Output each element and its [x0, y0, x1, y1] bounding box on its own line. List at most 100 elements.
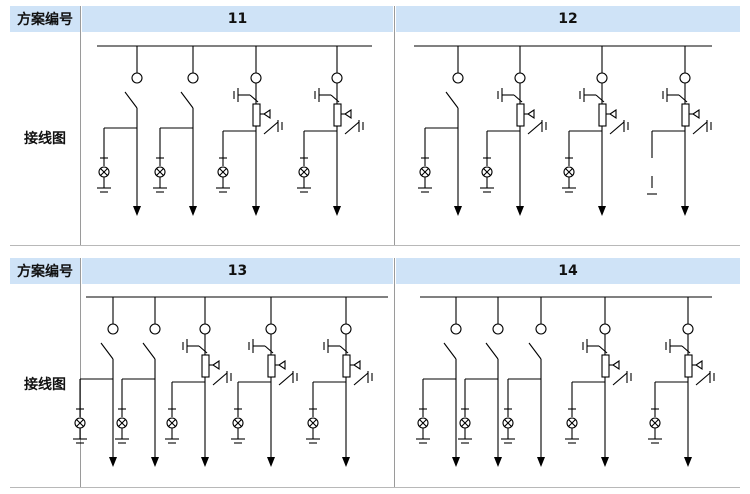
feeder-arrow-icon [151, 457, 159, 467]
breaker-icon [149, 323, 161, 335]
scheme-number-cell-13: 13 [82, 258, 393, 284]
header-label: 方案编号 [17, 264, 73, 280]
current-transformer-icon [598, 103, 607, 127]
current-transformer-icon [516, 103, 525, 127]
feeder-ct-12-1 [480, 46, 547, 216]
current-transformer-icon [601, 354, 610, 378]
current-transformer-icon [684, 354, 693, 378]
indicator-lamp-icon [116, 417, 128, 429]
feeder-arrow-icon [133, 206, 141, 216]
breaker-icon [107, 323, 119, 335]
feeder-arrow-icon [452, 457, 460, 467]
feeder-ct-12-2 [562, 46, 629, 216]
breaker-icon [599, 323, 611, 335]
feeder-arrow-icon [109, 457, 117, 467]
table-divider [80, 258, 81, 488]
feeder-arrow-icon [342, 457, 350, 467]
feeder-switch-14-2 [501, 297, 547, 467]
breaker-icon [331, 72, 343, 84]
table-divider [394, 6, 395, 246]
scheme-number: 14 [558, 263, 578, 279]
breaker-icon [492, 323, 504, 335]
indicator-lamp-icon [74, 417, 86, 429]
feeder-switch-12-0 [418, 46, 464, 216]
table-divider [10, 487, 740, 488]
feeder-arrow-icon [267, 457, 275, 467]
current-transformer-icon [252, 103, 261, 127]
breaker-icon [452, 72, 464, 84]
breaker-icon [250, 72, 262, 84]
indicator-lamp-icon [419, 166, 431, 178]
feeder-arrow-icon [201, 457, 209, 467]
breaker-icon [340, 323, 352, 335]
feeder-arrow-icon [601, 457, 609, 467]
scheme-number-cell-14: 14 [396, 258, 740, 284]
current-transformer-icon [201, 354, 210, 378]
indicator-lamp-icon [166, 417, 178, 429]
breaker-icon [596, 72, 608, 84]
feeder-arrow-icon [537, 457, 545, 467]
breaker-icon [514, 72, 526, 84]
header-label: 方案编号 [17, 12, 73, 28]
scheme-number-cell-12: 12 [396, 6, 740, 32]
feeder-switch-11-1 [153, 46, 199, 216]
current-transformer-icon [333, 103, 342, 127]
feeder-switch-13-1 [115, 297, 161, 467]
current-transformer-icon [681, 103, 690, 127]
feeder-arrow-icon [516, 206, 524, 216]
feeder-ct-14-4 [648, 297, 715, 467]
feeder-ct-11-3 [297, 46, 364, 216]
feeder-switch-14-0 [416, 297, 462, 467]
breaker-icon [199, 323, 211, 335]
feeder-ct-14-3 [565, 297, 632, 467]
breaker-icon [682, 323, 694, 335]
table-divider [10, 245, 740, 246]
indicator-lamp-icon [417, 417, 429, 429]
feeder-ct-13-2 [165, 297, 232, 467]
feeder-ct-open-12-3 [647, 46, 712, 216]
feeder-ct-13-3 [231, 297, 298, 467]
feeder-switch-11-0 [97, 46, 143, 216]
indicator-lamp-icon [298, 166, 310, 178]
table-divider [80, 6, 81, 246]
current-transformer-icon [267, 354, 276, 378]
feeder-arrow-icon [494, 457, 502, 467]
scheme-number-cell-11: 11 [82, 6, 393, 32]
feeder-arrow-icon [333, 206, 341, 216]
row-label-wiring-diagram-1: 接线图 [24, 131, 66, 147]
breaker-icon [679, 72, 691, 84]
current-transformer-icon [342, 354, 351, 378]
feeder-arrow-icon [684, 457, 692, 467]
breaker-icon [131, 72, 143, 84]
indicator-lamp-icon [459, 417, 471, 429]
row-label-wiring-diagram-2: 接线图 [24, 377, 66, 393]
scheme-number: 11 [227, 11, 248, 27]
indicator-lamp-icon [566, 417, 578, 429]
indicator-lamp-icon [481, 166, 493, 178]
table-divider [394, 258, 395, 488]
feeder-ct-11-2 [216, 46, 283, 216]
feeder-arrow-icon [454, 206, 462, 216]
scheme-number: 13 [227, 263, 248, 279]
indicator-lamp-icon [154, 166, 166, 178]
indicator-lamp-icon [502, 417, 514, 429]
indicator-lamp-icon [563, 166, 575, 178]
indicator-lamp-icon [98, 166, 110, 178]
feeder-arrow-icon [189, 206, 197, 216]
feeder-arrow-icon [681, 206, 689, 216]
feeder-arrow-icon [252, 206, 260, 216]
indicator-lamp-icon [217, 166, 229, 178]
breaker-icon [265, 323, 277, 335]
breaker-icon [535, 323, 547, 335]
feeder-arrow-icon [598, 206, 606, 216]
feeder-switch-13-0 [73, 297, 119, 467]
feeder-switch-14-1 [458, 297, 504, 467]
feeder-ct-13-4 [306, 297, 373, 467]
header-label-cell-1: 方案编号 [10, 6, 80, 32]
indicator-lamp-icon [232, 417, 244, 429]
header-label-cell-2: 方案编号 [10, 258, 80, 284]
breaker-icon [187, 72, 199, 84]
indicator-lamp-icon [307, 417, 319, 429]
breaker-icon [450, 323, 462, 335]
